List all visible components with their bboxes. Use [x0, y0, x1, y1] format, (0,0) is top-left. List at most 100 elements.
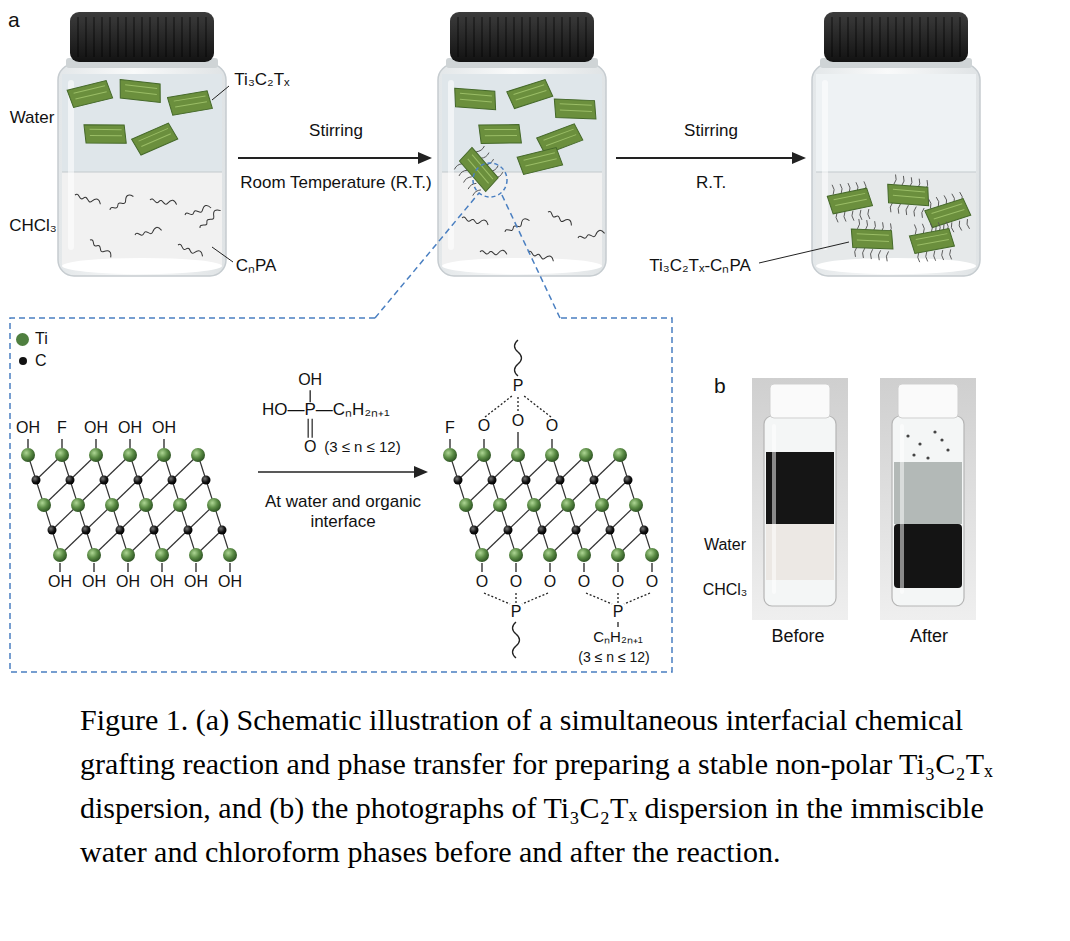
- coordination-bond: [484, 593, 510, 604]
- terminal-group: OH: [118, 419, 142, 437]
- terminal-group: F: [57, 419, 67, 437]
- surface-bond: [617, 622, 618, 627]
- c-atom: [538, 526, 547, 535]
- ti-atom: [459, 498, 473, 512]
- ti-atom: [543, 548, 557, 562]
- phosphonic-acid-molecule: [108, 193, 134, 211]
- cap-ridge: [935, 17, 937, 57]
- legend-swatch: [16, 333, 29, 346]
- c-atom: [32, 476, 41, 485]
- process-arrow: [238, 157, 420, 159]
- grafted-chain: [870, 249, 873, 259]
- material-label: CₙPA: [236, 256, 277, 276]
- glass-vial: [892, 416, 964, 606]
- flake-stripe: [460, 90, 492, 99]
- cap-ridge: [553, 17, 555, 57]
- ti-atom: [595, 498, 609, 512]
- grafted-chain: [966, 219, 970, 229]
- ti-atom: [561, 498, 575, 512]
- mxene-flake: [82, 121, 128, 147]
- terminal-group: OH: [218, 573, 242, 591]
- phosphonic-acid-molecule: [89, 237, 113, 258]
- grafted-chain: [905, 205, 908, 215]
- c-atom: [134, 476, 143, 485]
- grafted-chain: [463, 176, 472, 183]
- grafted-chain: [894, 175, 897, 185]
- phosphonic-acid-molecule: [577, 230, 604, 240]
- grafted-chain: [936, 197, 940, 207]
- cap-ridge: [855, 17, 857, 57]
- c-atom: [82, 526, 91, 535]
- grafted-chain: [921, 208, 924, 218]
- surface-bond: [163, 439, 164, 448]
- grafted-chain: [857, 219, 860, 229]
- chemical-formula: CₙH₂ₙ₊₁: [593, 628, 643, 645]
- flake-stripe: [893, 186, 925, 195]
- flake-stripe: [857, 237, 889, 244]
- cap-ridge: [173, 17, 175, 57]
- process-arrow: [616, 157, 794, 159]
- ti-atom: [579, 448, 593, 462]
- flake-sheet: [517, 147, 564, 175]
- cap-ridge: [895, 17, 897, 57]
- cap-ridge: [157, 17, 159, 57]
- ti-atom: [207, 498, 221, 512]
- mxene-lattice: [21, 448, 237, 562]
- flake-stripe: [468, 157, 489, 185]
- cap-ridge: [465, 17, 467, 57]
- vial-photo: [880, 378, 976, 620]
- grafted-chain: [928, 198, 932, 208]
- grafted-chain: [950, 222, 954, 232]
- flake-stripe: [560, 101, 592, 108]
- terminal-group: OH: [84, 419, 108, 437]
- flake-stripe: [915, 234, 947, 240]
- cap-ridge: [117, 17, 119, 57]
- jar-cap: [70, 12, 214, 62]
- ti-atom: [191, 448, 205, 462]
- flake-sheet: [909, 228, 955, 254]
- cap-ridge: [863, 17, 865, 57]
- flake-sheet: [885, 180, 932, 209]
- terminal-group: OH: [48, 573, 72, 591]
- mxene-flake: [848, 218, 897, 262]
- flake-stripe: [73, 86, 105, 93]
- cap-ridge: [831, 17, 833, 57]
- c-atom: [116, 526, 125, 535]
- cap-ridge: [577, 17, 579, 57]
- terminal-group: OH: [150, 573, 174, 591]
- leader-line: [212, 86, 229, 100]
- phase-label: CHCl₃: [703, 581, 748, 599]
- atom-label: O: [612, 573, 624, 591]
- surface-bond: [93, 563, 94, 572]
- condition-label: Room Temperature (R.T.): [240, 173, 431, 193]
- flake-sheet: [67, 80, 114, 108]
- residue-speck: [940, 438, 943, 441]
- atom-label: O: [578, 573, 590, 591]
- phosphonic-acid-molecule: [134, 227, 161, 237]
- coordination-bond: [522, 593, 548, 604]
- c-atom: [624, 476, 633, 485]
- ti-atom: [509, 548, 523, 562]
- flake-stripe: [138, 128, 169, 141]
- phosphonic-acid-molecule: [198, 208, 222, 229]
- cap-ridge: [537, 17, 539, 57]
- water-phase: [62, 74, 222, 172]
- cap-ridge: [141, 17, 143, 57]
- atom-label: O: [478, 417, 490, 435]
- grafted-chain: [933, 251, 935, 261]
- ti-atom: [189, 548, 203, 562]
- atom-label: O: [646, 573, 658, 591]
- photo-label: Before: [771, 626, 824, 647]
- glass-highlight: [900, 424, 904, 594]
- coordination-bond: [624, 593, 650, 604]
- surface-bond: [449, 439, 450, 448]
- grafted-chain: [867, 209, 870, 219]
- cap-ridge: [847, 17, 849, 57]
- ti-atom: [645, 548, 659, 562]
- c-atom: [470, 526, 479, 535]
- grafted-chain: [840, 184, 843, 194]
- surface-bond: [551, 439, 552, 448]
- c-atom: [218, 526, 227, 535]
- c-atom: [184, 526, 193, 535]
- cap-ridge: [189, 17, 191, 57]
